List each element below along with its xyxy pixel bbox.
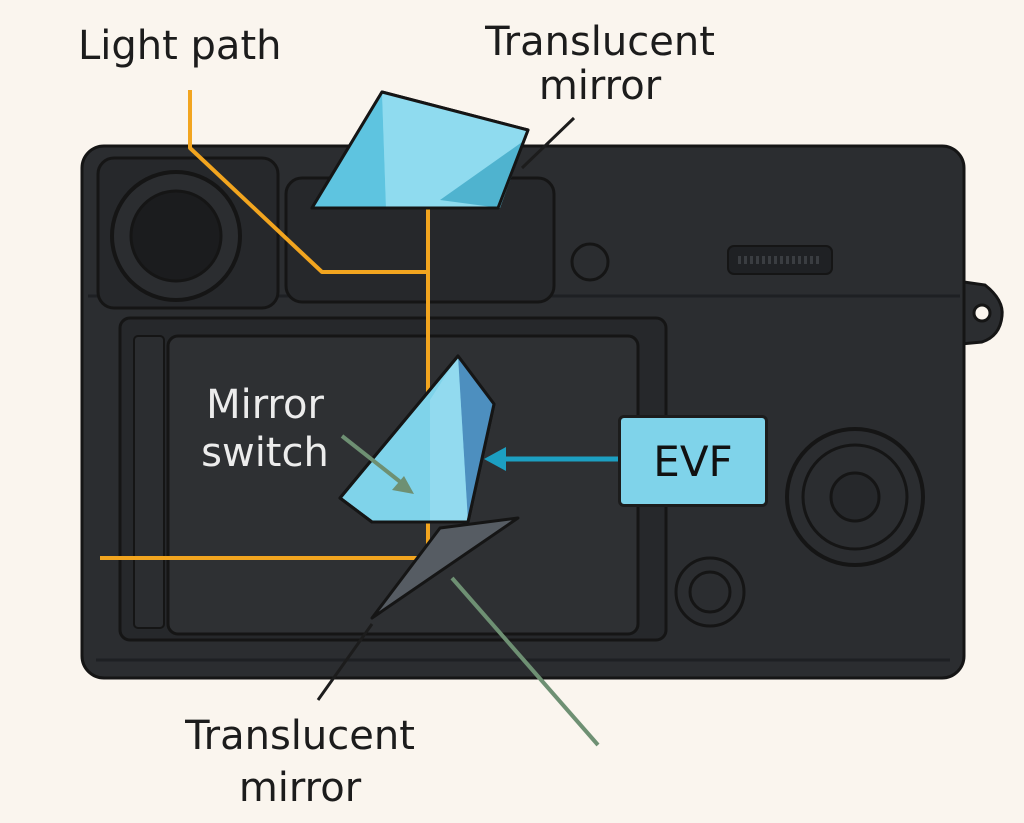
- label-line: mirror: [238, 765, 362, 811]
- bottom-mirror-leader: [316, 623, 374, 701]
- bottom-translucent-mirror: [370, 516, 520, 620]
- bottom-translucent-mirror-label: Translucent mirror: [170, 710, 430, 814]
- evf-label: EVF: [653, 436, 733, 486]
- evf-arrow: [484, 447, 618, 471]
- top-translucent-mirror: [310, 90, 530, 210]
- label-line: switch: [201, 430, 329, 476]
- round-button: [570, 242, 610, 282]
- top-translucent-mirror-label: Translucent mirror: [470, 20, 730, 108]
- small-dial: [674, 556, 746, 628]
- mirror-switch-prism: [338, 354, 496, 524]
- label-line: Translucent: [485, 19, 715, 65]
- green-leader-line: [450, 576, 600, 747]
- mirror-switch-arrow: [340, 434, 414, 494]
- speaker-grille: [727, 245, 833, 275]
- eyepiece: [96, 156, 280, 310]
- evf-box: EVF: [618, 415, 768, 507]
- label-line: Mirror: [206, 382, 324, 428]
- control-dial: [785, 427, 925, 567]
- label-line: Translucent: [185, 713, 415, 759]
- light-path-line: [188, 90, 430, 274]
- top-mirror-leader: [520, 116, 576, 170]
- mirror-switch-label: Mirror switch: [190, 381, 340, 477]
- light-path-label: Light path: [78, 23, 282, 69]
- label-line: mirror: [538, 63, 662, 109]
